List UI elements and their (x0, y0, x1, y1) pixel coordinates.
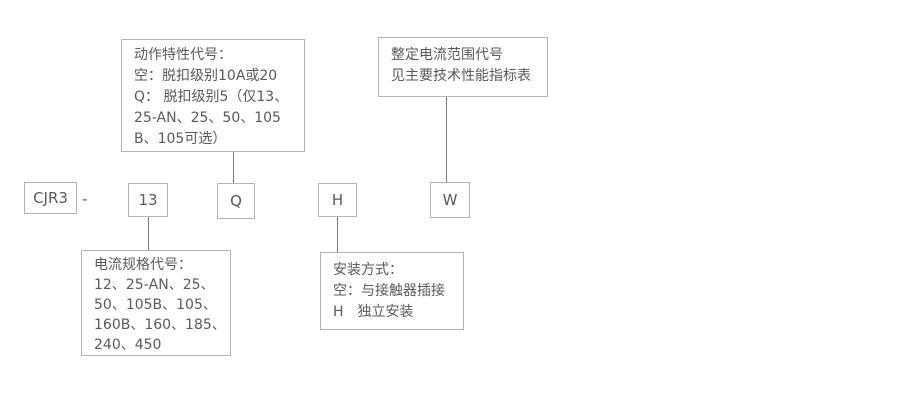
code-action-label: Q (230, 192, 242, 210)
connector-line-setting-range (446, 97, 447, 182)
code-prefix-label: CJR3 (33, 189, 68, 207)
callout-line: 空：与接触器插接 (333, 283, 445, 299)
callout-line: 整定电流范围代号 (391, 47, 503, 63)
callout-line: H 独立安装 (333, 304, 414, 320)
callout-line: 25-AN、25、50、105 (134, 110, 281, 126)
callout-current-spec: 电流规格代号： 12、25-AN、25、 50、105B、105、 160B、1… (81, 250, 231, 356)
callout-line: 空：脱扣级别10A或20 (134, 68, 278, 84)
callout-action-characteristic: 动作特性代号： 空：脱扣级别10A或20 Q： 脱扣级别5（仅13、 25-AN… (121, 39, 305, 152)
callout-line: 160B、160、185、 (94, 317, 226, 333)
code-setting-range-label: W (442, 191, 458, 209)
code-box-mounting: H (318, 183, 357, 217)
code-box-action: Q (217, 183, 255, 219)
callout-mounting: 安装方式： 空：与接触器插接 H 独立安装 (320, 252, 464, 330)
callout-line: 12、25-AN、25、 (94, 277, 215, 293)
connector-line-action (233, 152, 234, 183)
code-current-spec-label: 13 (138, 191, 158, 209)
callout-current-setting-range: 整定电流范围代号 见主要技术性能指标表 (378, 37, 548, 97)
callout-line: 240、450 (94, 337, 162, 353)
connector-line-current-spec (148, 217, 149, 250)
code-mounting-label: H (331, 191, 344, 209)
callout-line: 电流规格代号： (94, 257, 192, 273)
callout-line: 动作特性代号： (134, 47, 232, 63)
code-box-current-spec: 13 (128, 183, 168, 217)
callout-line: 见主要技术性能指标表 (391, 68, 531, 84)
callout-line: Q： 脱扣级别5（仅13、 (134, 89, 289, 105)
connector-line-mounting (337, 217, 338, 252)
code-box-prefix: CJR3 (24, 182, 77, 214)
callout-line: B、105可选） (134, 131, 227, 147)
code-box-setting-range: W (430, 182, 470, 218)
callout-line: 50、105B、105、 (94, 297, 217, 313)
code-separator: - (82, 190, 88, 208)
callout-line: 安装方式： (333, 262, 403, 278)
